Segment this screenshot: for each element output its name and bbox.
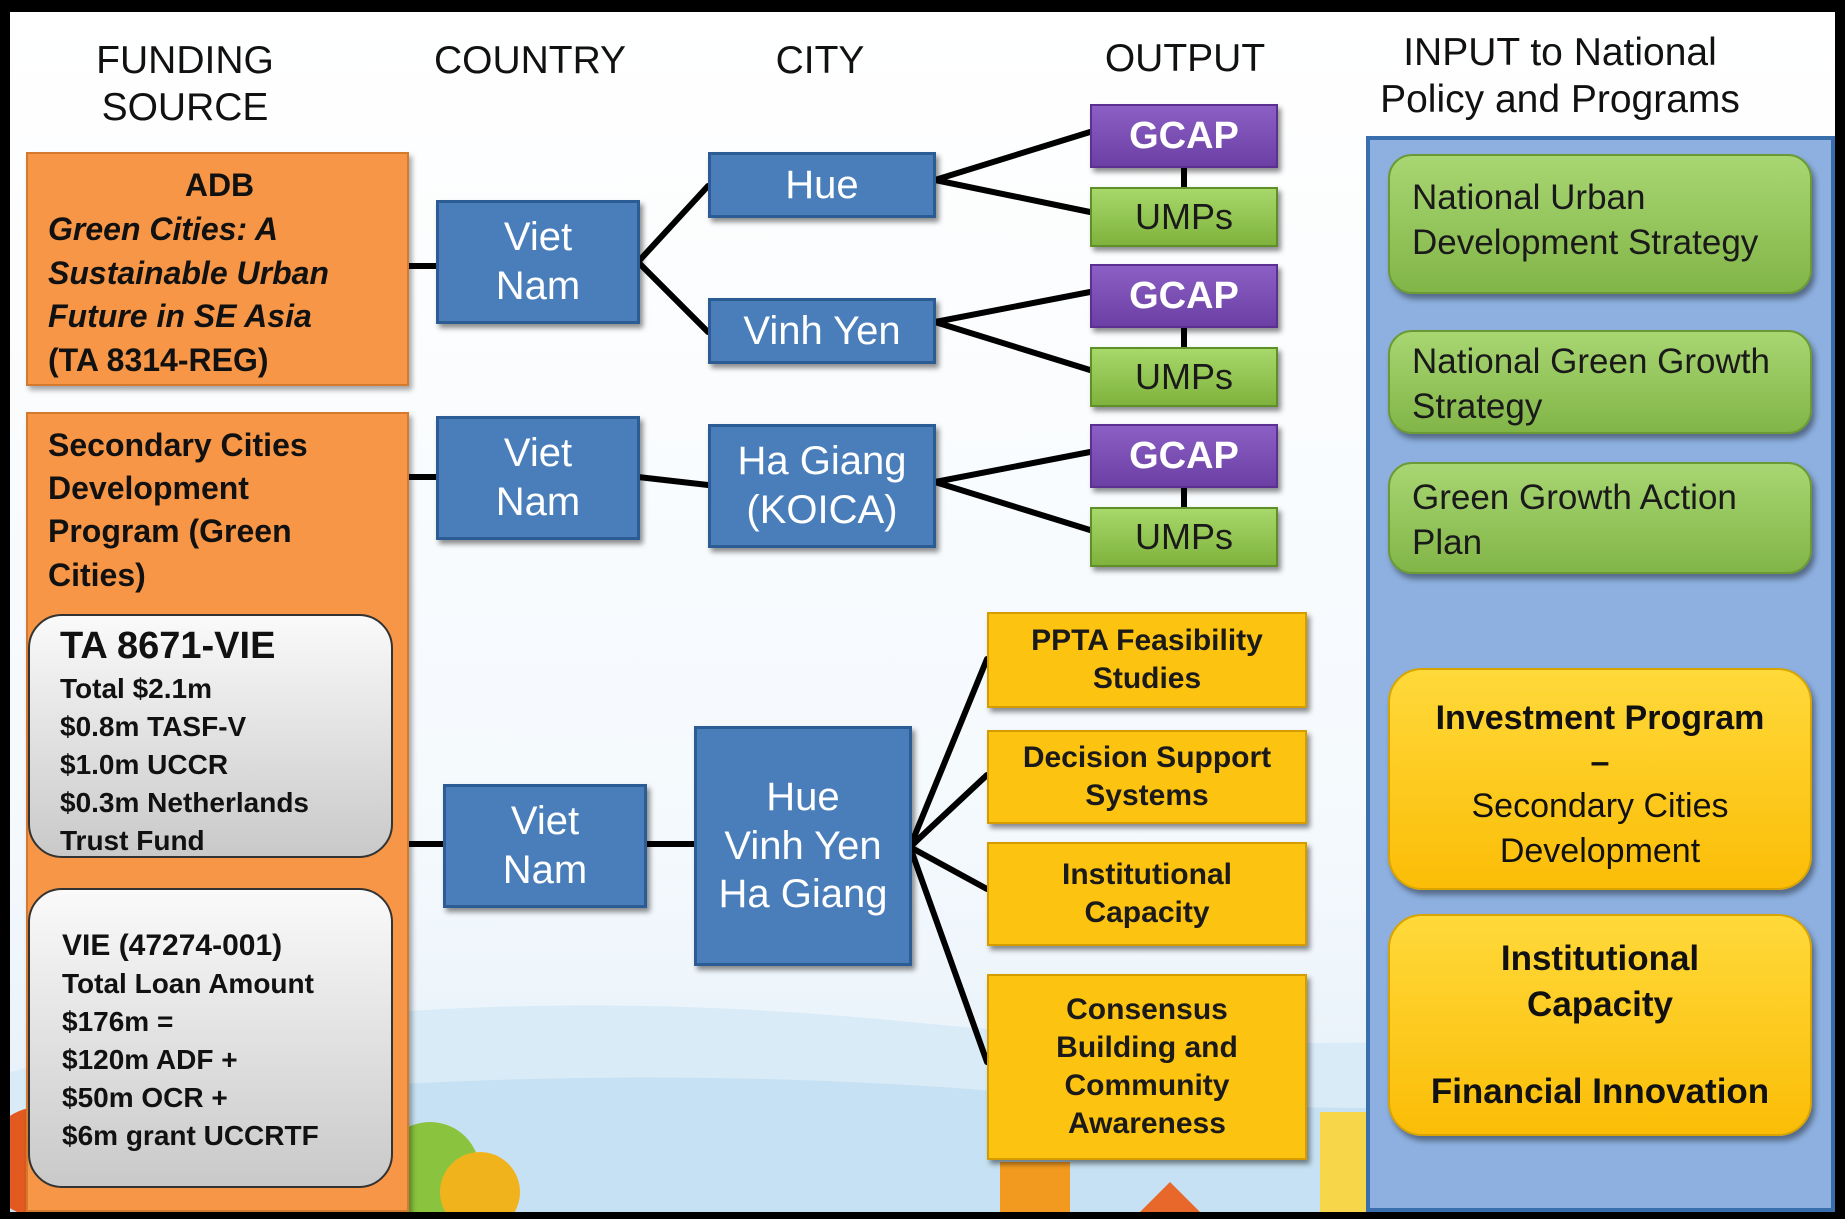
output-gcap-3: GCAP [1090, 424, 1278, 488]
scdp-title: Secondary Cities Development Program (Gr… [48, 427, 308, 593]
adb-code: (TA 8314-REG) [48, 342, 269, 379]
adb-funding-box: ADB Green Cities: A Sustainable Urban Fu… [26, 152, 409, 386]
ta-title: TA 8671-VIE [60, 625, 276, 667]
adb-subtitle: Green Cities: A Sustainable Urban Future… [48, 210, 329, 335]
header-country: COUNTRY [433, 39, 627, 82]
loan-details: Total Loan Amount $176m = $120m ADF + $5… [62, 968, 319, 1152]
ta-8671-box: TA 8671-VIE Total $2.1m $0.8m TASF-V $1.… [28, 614, 393, 858]
loan-box: VIE (47274-001) Total Loan Amount $176m … [28, 888, 393, 1188]
output-umps-3: UMPs [1090, 507, 1278, 567]
output-gcap-2: GCAP [1090, 264, 1278, 328]
output-umps-2: UMPs [1090, 347, 1278, 407]
loan-title: VIE (47274-001) [62, 929, 283, 962]
city-box-hue: Hue [708, 152, 936, 218]
adb-title: ADB [184, 167, 255, 203]
city-box-ha-giang: Ha Giang(KOICA) [708, 424, 936, 548]
header-output: OUTPUT [1104, 37, 1266, 80]
investment-program-title: Investment Program– [1435, 699, 1765, 782]
output-gcap-1: GCAP [1090, 104, 1278, 168]
city-box-vinh-yen: Vinh Yen [708, 298, 936, 364]
capacity-sub: Financial Innovation [1430, 1072, 1770, 1111]
header-city: CITY [775, 39, 865, 82]
ta-details: Total $2.1m $0.8m TASF-V $1.0m UCCR $0.3… [60, 672, 309, 856]
output-umps-1: UMPs [1090, 187, 1278, 247]
